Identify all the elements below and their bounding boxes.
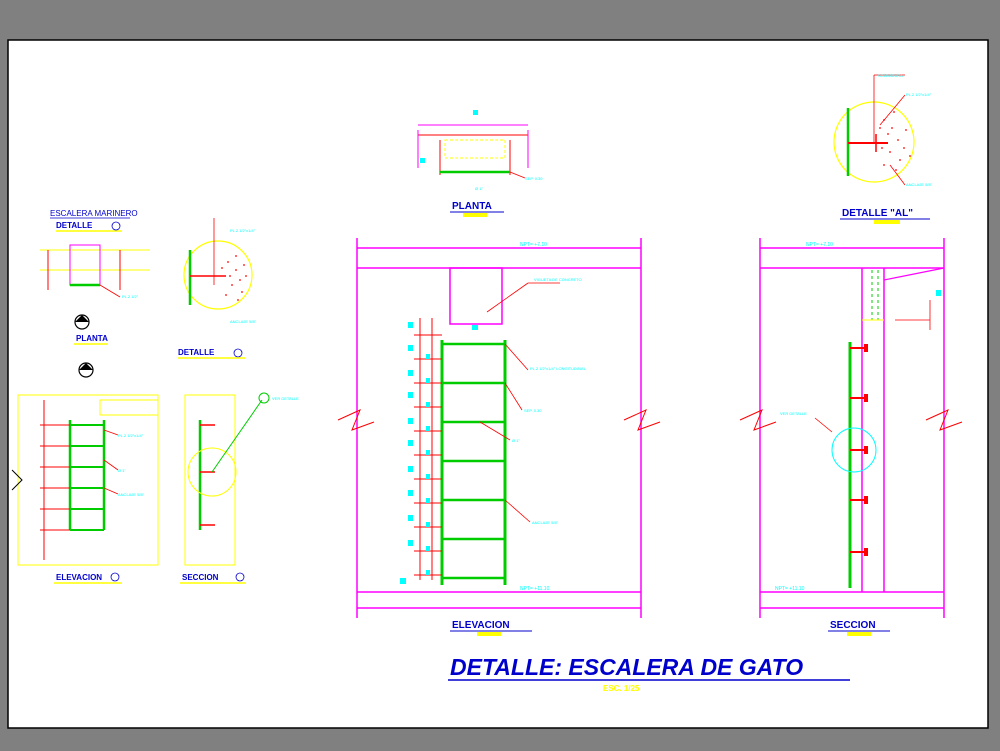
svg-text:ANCLAJE 5/8": ANCLAJE 5/8" (906, 182, 933, 187)
seccion-npt-bottom: NPT= +11.10 (775, 586, 805, 592)
elevacion-label: ELEVACION (452, 620, 510, 631)
small-seccion-label: SECCION (182, 573, 219, 582)
svg-text:PL 2 1/2": PL 2 1/2" (122, 294, 139, 299)
seccion-ver-detalle: VER DETALLE (780, 411, 807, 416)
detalle-al-label: DETALLE "AL" (842, 208, 913, 219)
svg-text:ANCLAJE 5/8": ANCLAJE 5/8" (230, 319, 257, 324)
elevacion-spacing-note: SEP. 0.30 (524, 408, 542, 413)
main-title: DETALLE: ESCALERA DE GATO (450, 654, 803, 680)
seccion-npt-top: NPT= +7.10 (806, 242, 833, 248)
seccion-view: NPT= +7.10 NPT= +11.10 VER DETALLE SECCI… (739, 238, 963, 636)
planta-label: PLANTA (452, 201, 492, 212)
small-detalle-a-label: DETALLE (56, 221, 93, 230)
svg-text:PL 2 1/2"x1/4": PL 2 1/2"x1/4" (906, 92, 932, 97)
svg-text:SEP. 0.30: SEP. 0.30 (525, 176, 543, 181)
svg-text:SOLDADURA: SOLDADURA (878, 73, 903, 78)
elevacion-top-note: VIGUETA DE CONCRETO (534, 277, 582, 282)
seccion-label: SECCION (830, 620, 876, 631)
elevacion-npt-top: NPT= +7.10 (520, 242, 547, 248)
title-scale: ESC. 1/25 (603, 684, 640, 693)
small-planta-label: PLANTA (76, 334, 108, 343)
small-detalle-b-label: DETALLE (178, 348, 215, 357)
svg-text:Ø 1": Ø 1" (118, 468, 126, 473)
elevacion-rung-note: PL 2 1/2"x1/4" LONGITUDINAL (530, 366, 587, 371)
small-elevacion-label: ELEVACION (56, 573, 102, 582)
svg-text:ANCLAJE 5/8": ANCLAJE 5/8" (118, 492, 145, 497)
svg-text:PL 2 1/2"x1/4": PL 2 1/2"x1/4" (230, 228, 256, 233)
elevacion-anchor-note: ANCLAJE 5/8" (532, 520, 559, 525)
planta-view: SEP. 0.30 Ø 1" PLANTA (417, 110, 543, 217)
detalle-al-view: SOLDADURA PL 2 1/2"x1/4" ANCLAJE 5/8" DE… (833, 73, 933, 224)
small-ver-detalle: VER DETALLE (272, 396, 299, 401)
small-detail-group: ESCALERA MARINERO DETALLE PL 2 1/2" PL 2… (11, 209, 299, 584)
svg-text:PL 2 1/2"x1/4": PL 2 1/2"x1/4" (118, 433, 144, 438)
elevacion-npt-bottom: NPT= +11.10 (520, 586, 550, 592)
elevacion-view: NPT= +7.10 NPT= +11.10 (337, 238, 661, 636)
escalera-marinero-heading: ESCALERA MARINERO (50, 209, 138, 218)
elevacion-rung-size: Ø 1" (512, 438, 520, 443)
svg-text:Ø 1": Ø 1" (475, 186, 483, 191)
